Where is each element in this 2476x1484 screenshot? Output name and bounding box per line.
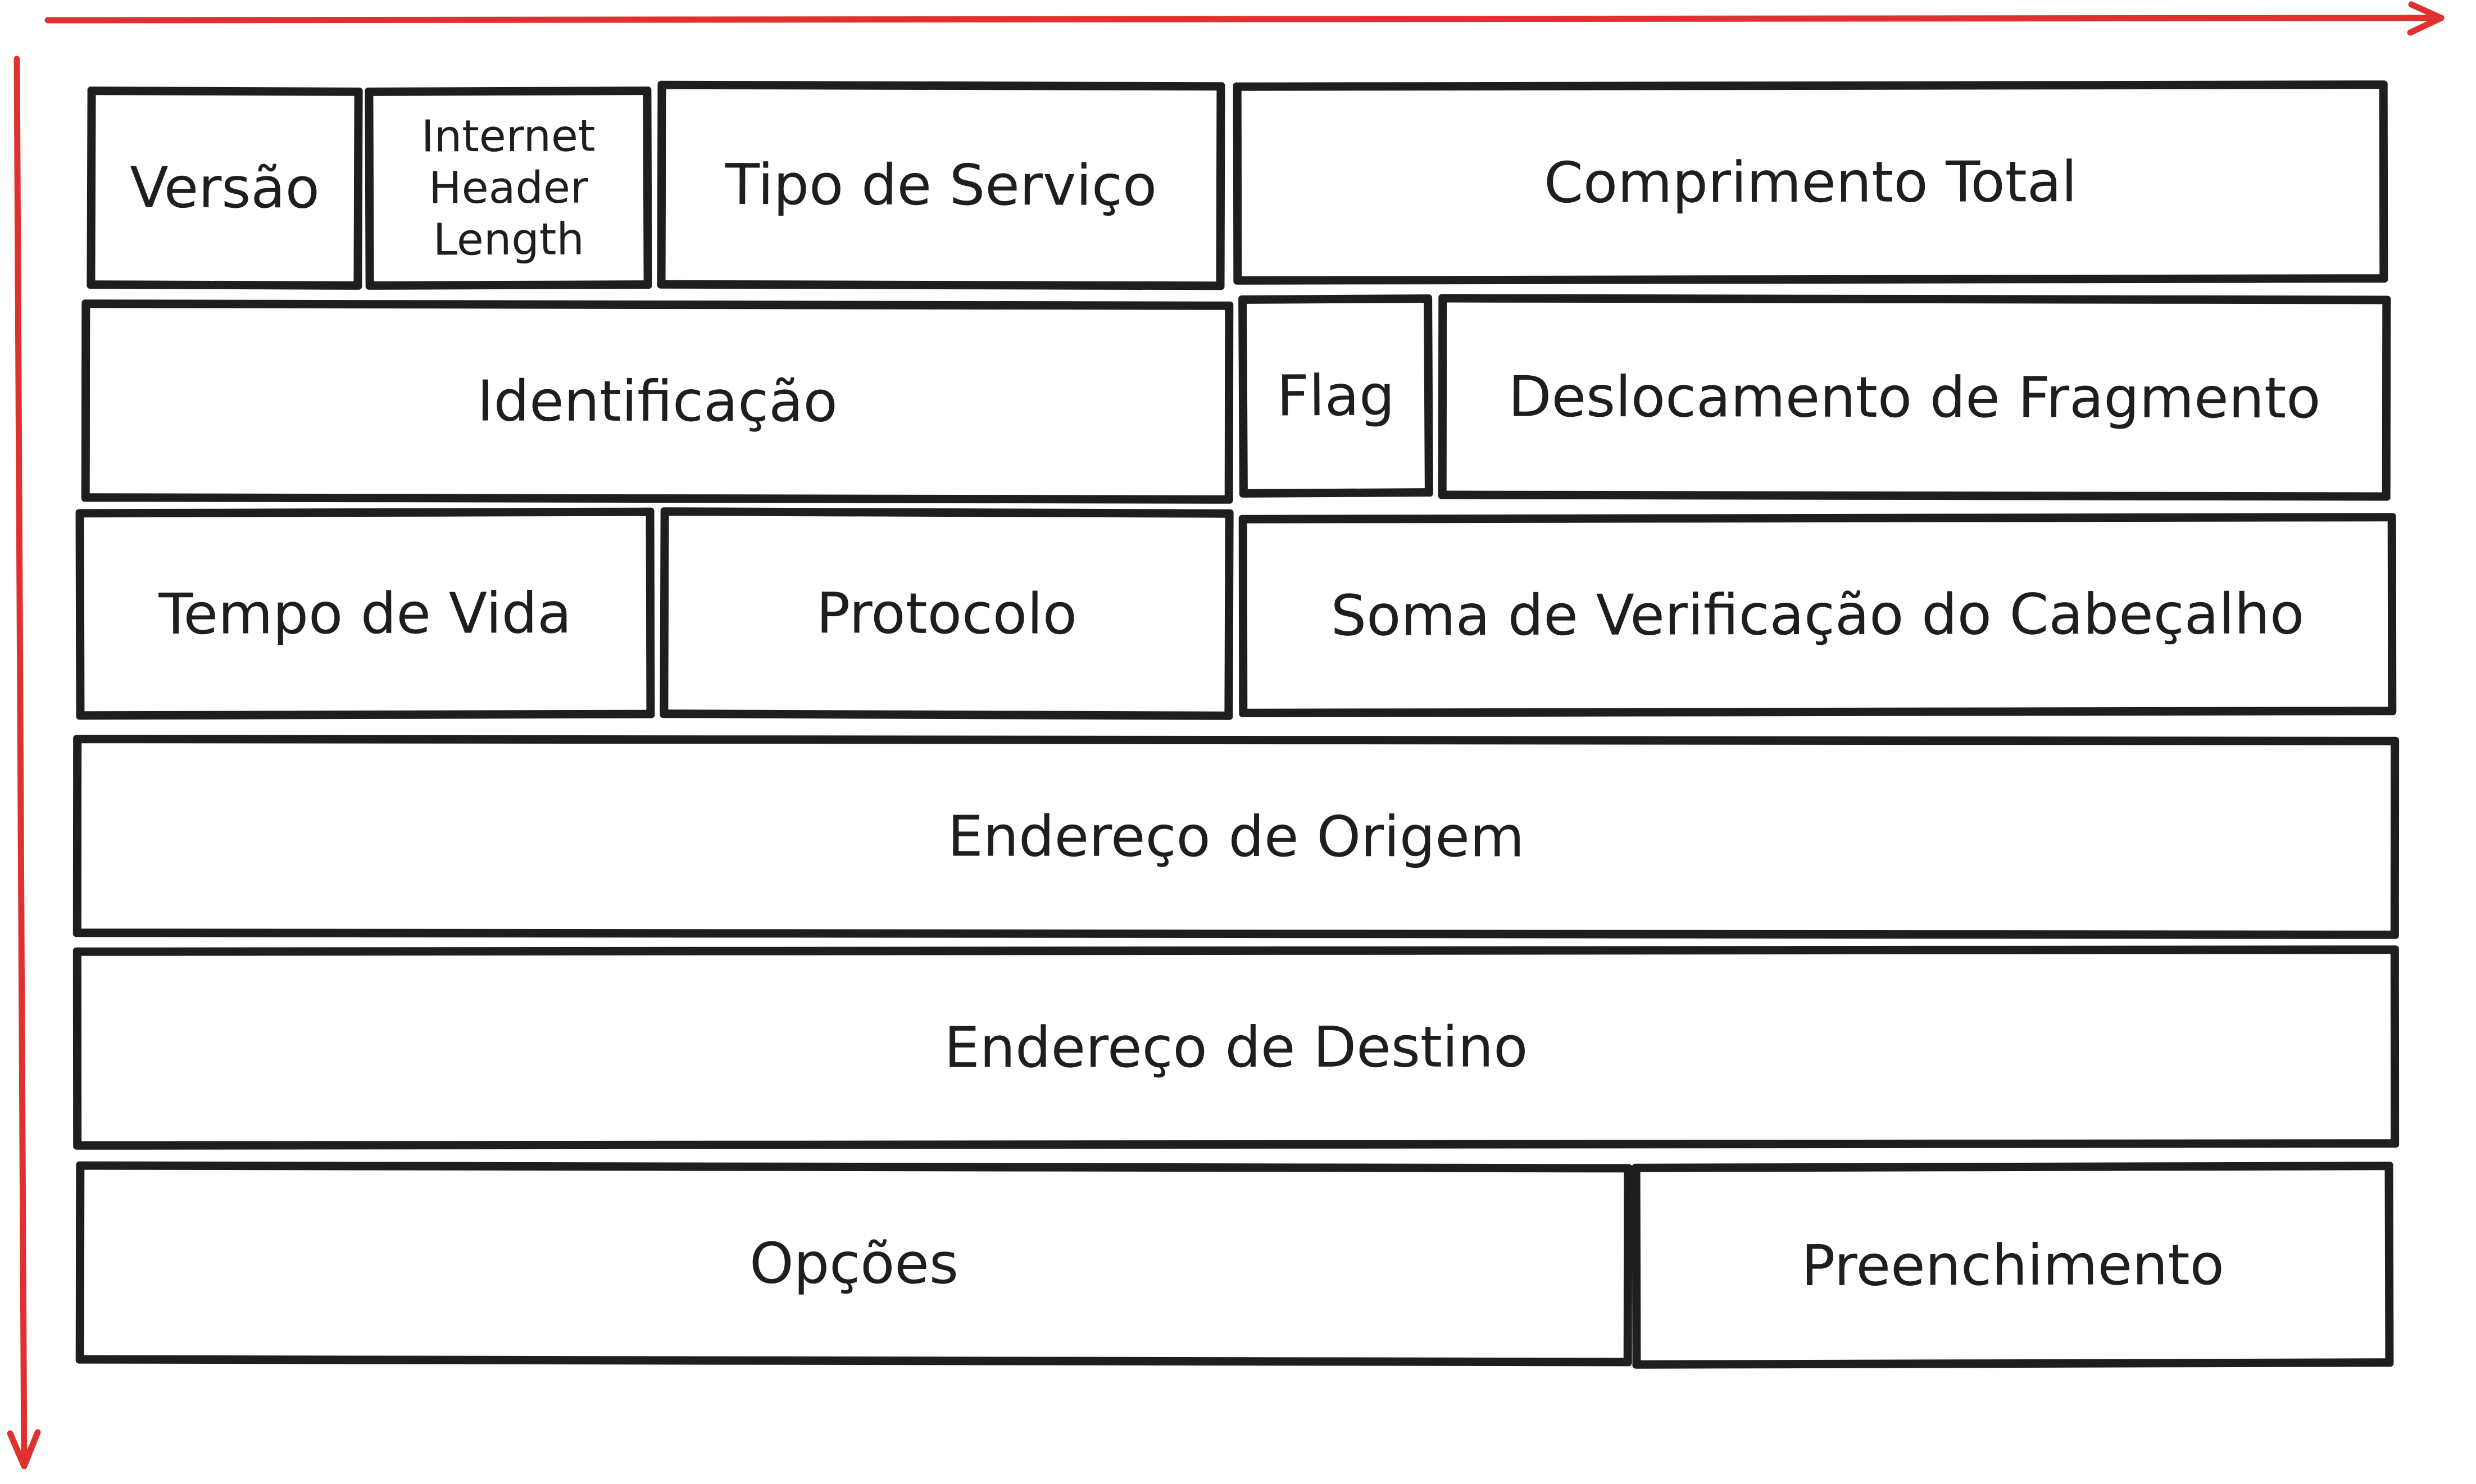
field-flag: Flag [1238,294,1433,498]
field-tempo-de-vida: Tempo de Vida [75,507,655,720]
field-soma-de-verificacao: Soma de Verificação do Cabeçalho [1238,513,2397,717]
horizontal-axis-arrow [44,1,2445,36]
field-tipo-de-servico: Tipo de Serviço [657,80,1225,290]
vertical-axis-arrow [7,56,41,1469]
field-deslocamento-de-fragmento: Deslocamento de Fragmento [1438,294,2391,501]
field-preenchimento: Preenchimento [1632,1162,2394,1369]
field-identificacao: Identificação [81,299,1234,504]
field-endereco-de-destino: Endereço de Destino [72,945,2400,1150]
field-endereco-de-origem: Endereço de Origem [72,735,2400,939]
field-internet-header-length: Internet Header Length [365,87,652,290]
field-versao: Versão [87,87,363,290]
field-comprimento-total: Comprimento Total [1233,80,2388,285]
field-protocolo: Protocolo [660,507,1234,720]
field-opcoes: Opções [75,1161,1633,1367]
